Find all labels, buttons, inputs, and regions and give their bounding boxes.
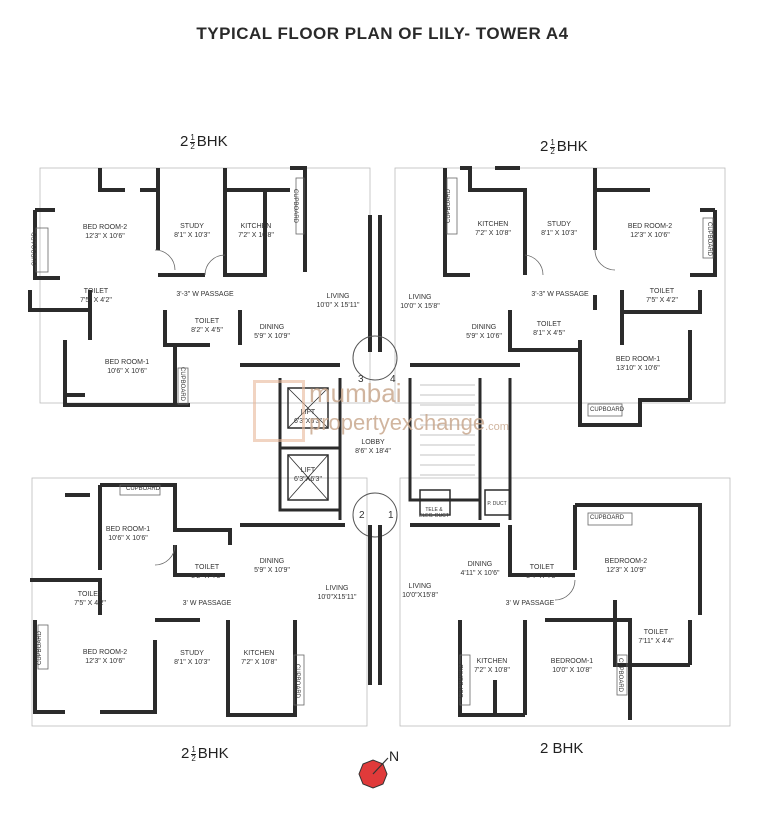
north-label: N xyxy=(389,748,400,764)
room-tr-passage: 3'-3" W PASSAGE xyxy=(531,291,589,298)
north-arrow xyxy=(358,757,389,789)
cupboard-label: CUPBOARD xyxy=(590,515,625,521)
stair-number-1: 1 xyxy=(388,510,394,521)
cupboard-label: CUPBOARD xyxy=(590,407,625,413)
cupboard-label: CUPBOARD xyxy=(179,366,186,402)
watermark-logo-box xyxy=(253,380,305,442)
stair-number-2: 2 xyxy=(359,510,365,521)
cupboard-label: CUPBOARD xyxy=(32,231,39,267)
fixtures xyxy=(35,177,714,706)
room-bl-passage: 3' W PASSAGE xyxy=(182,600,232,607)
cupboard-label: CUPBOARD xyxy=(706,221,713,257)
watermark-line1: mumbai xyxy=(309,378,402,408)
duct-p: P. DUCT xyxy=(487,501,507,507)
room-tl-passage: 3'-3" W PASSAGE xyxy=(176,291,234,298)
room-br-passage: 3' W PASSAGE xyxy=(505,600,555,607)
cupboard-label: CUPBOARD xyxy=(617,657,624,693)
cupboard-label: CUPBOARD xyxy=(294,663,301,699)
unit-label-bottom-right: 2 BHK xyxy=(540,740,584,757)
cupboard-label: CUPBOARD xyxy=(37,630,44,666)
plan-title: TYPICAL FLOOR PLAN OF LILY- TOWER A4 xyxy=(196,24,569,43)
watermark-line2: propertyexchange.com xyxy=(309,410,509,435)
cupboard-label: CUPBOARD xyxy=(292,188,299,224)
stair-number-4: 4 xyxy=(390,374,396,385)
cupboard-label: CUPBOARD xyxy=(446,188,453,224)
cupboard-label: CUPBOARD xyxy=(126,486,161,492)
stair-number-3: 3 xyxy=(358,374,364,385)
cupboard-label: CUPBOARD xyxy=(459,663,466,699)
walls xyxy=(28,166,731,727)
duct-tele-elec: TELE & ELEC. DUCT xyxy=(419,507,449,519)
